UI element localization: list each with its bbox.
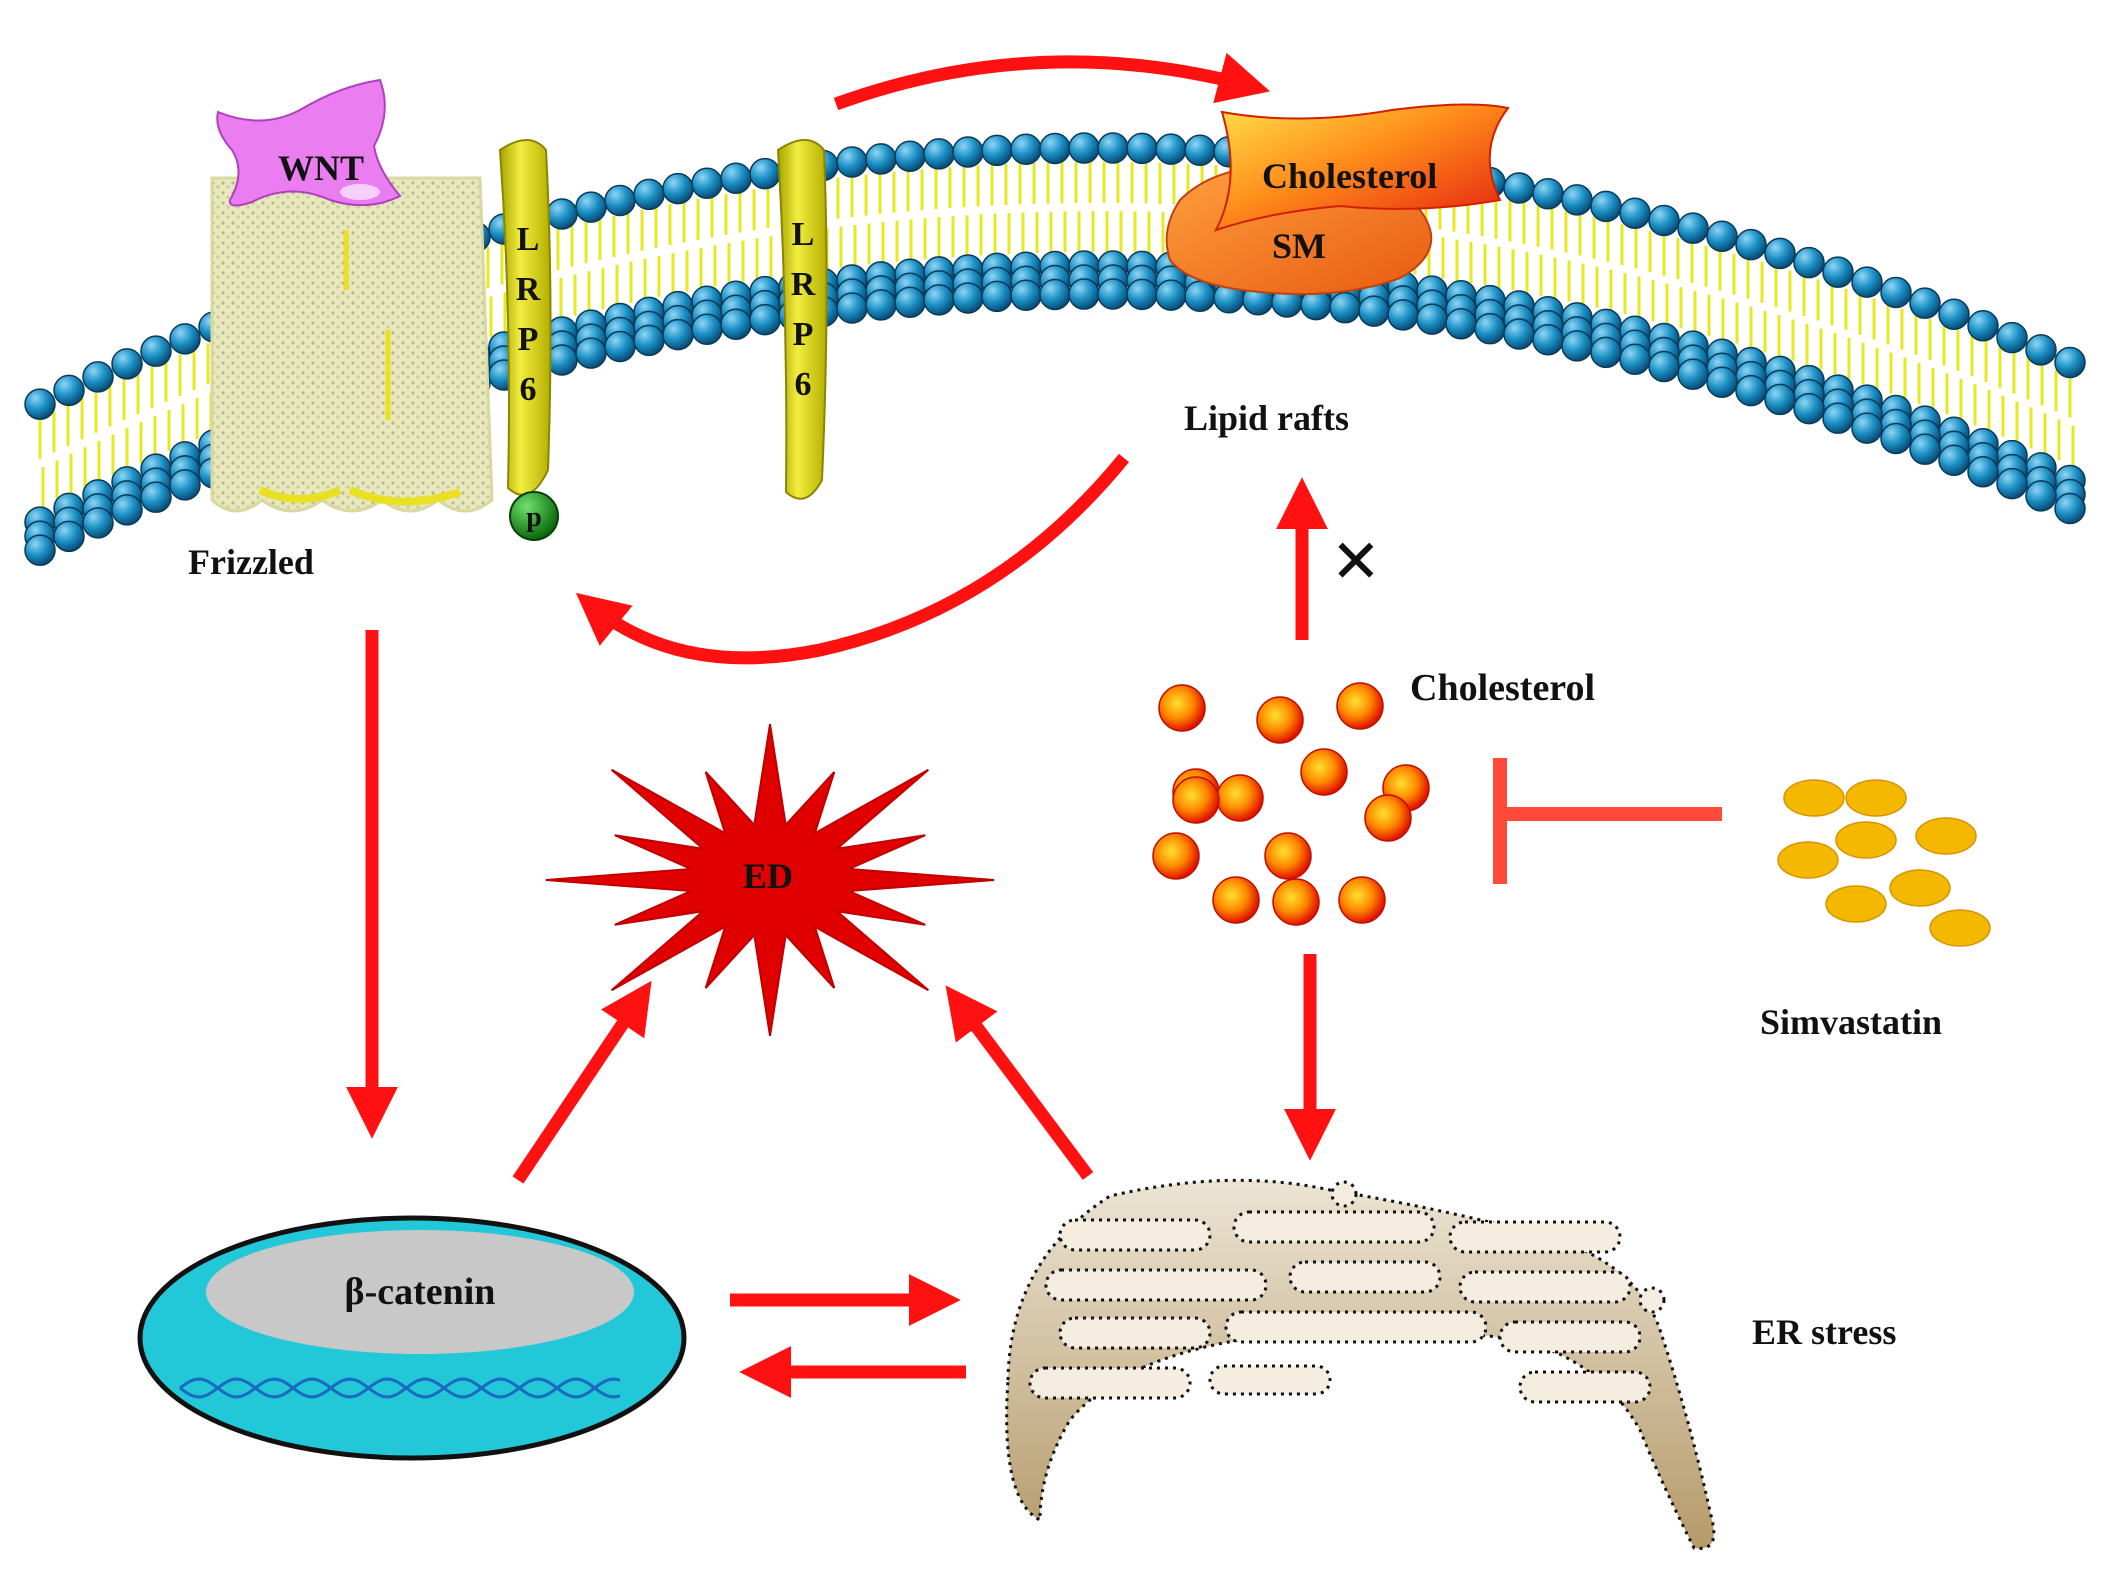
lrp6-left-letter: P <box>518 321 539 358</box>
pathway-arrows <box>346 52 1336 1398</box>
er-stress-label: ER stress <box>1752 1312 1896 1352</box>
lrp6-left-letter: 6 <box>520 371 537 408</box>
endoplasmic-reticulum <box>1005 1178 1716 1550</box>
ed-starburst: ED <box>545 723 995 1037</box>
frizzled-label: Frizzled <box>188 542 314 582</box>
block-x-icon: × <box>1332 514 1380 607</box>
beta-catenin-label: β-catenin <box>345 1271 496 1313</box>
simvastatin-tablets <box>1777 779 1991 947</box>
lrp6-left-receptor: L R P 6 p <box>498 139 559 541</box>
raft-cholesterol-label: Cholesterol <box>1262 156 1437 196</box>
arrow-catenin-to-ed <box>512 980 652 1184</box>
cholesterol-molecules <box>1152 682 1430 926</box>
frizzled-receptor <box>210 176 494 513</box>
arrow-raft-to-frizzled <box>575 453 1130 665</box>
lrp6-left-letter: L <box>517 221 540 258</box>
lrp6-right-letter: P <box>793 316 814 353</box>
phospho-icon <box>509 491 559 541</box>
arrow-er-to-ed <box>945 985 1094 1180</box>
phospho-label: p <box>526 502 542 533</box>
lrp6-right-letter: L <box>792 216 815 253</box>
lipid-raft: Cholesterol SM <box>1165 103 1510 296</box>
raft-sm-label: SM <box>1272 226 1326 266</box>
lrp6-left-letter: R <box>516 271 541 308</box>
simvastatin-label: Simvastatin <box>1760 1002 1942 1042</box>
nucleus: β-catenin <box>137 1215 687 1461</box>
lrp6-right-receptor: L R P 6 <box>776 139 828 500</box>
lipid-rafts-label: Lipid rafts <box>1184 398 1349 438</box>
arrow-lrp6-to-raft <box>833 52 1271 111</box>
ed-label: ED <box>743 856 793 896</box>
inhibition-symbol <box>1493 758 1722 884</box>
lrp6-right-letter: R <box>791 266 816 303</box>
er-cisternae <box>1028 1180 1666 1404</box>
cholesterol-label: Cholesterol <box>1410 667 1595 709</box>
wnt-ligand: WNT <box>216 78 402 207</box>
wnt-label: WNT <box>278 148 364 188</box>
lrp6-right-letter: 6 <box>795 366 812 403</box>
